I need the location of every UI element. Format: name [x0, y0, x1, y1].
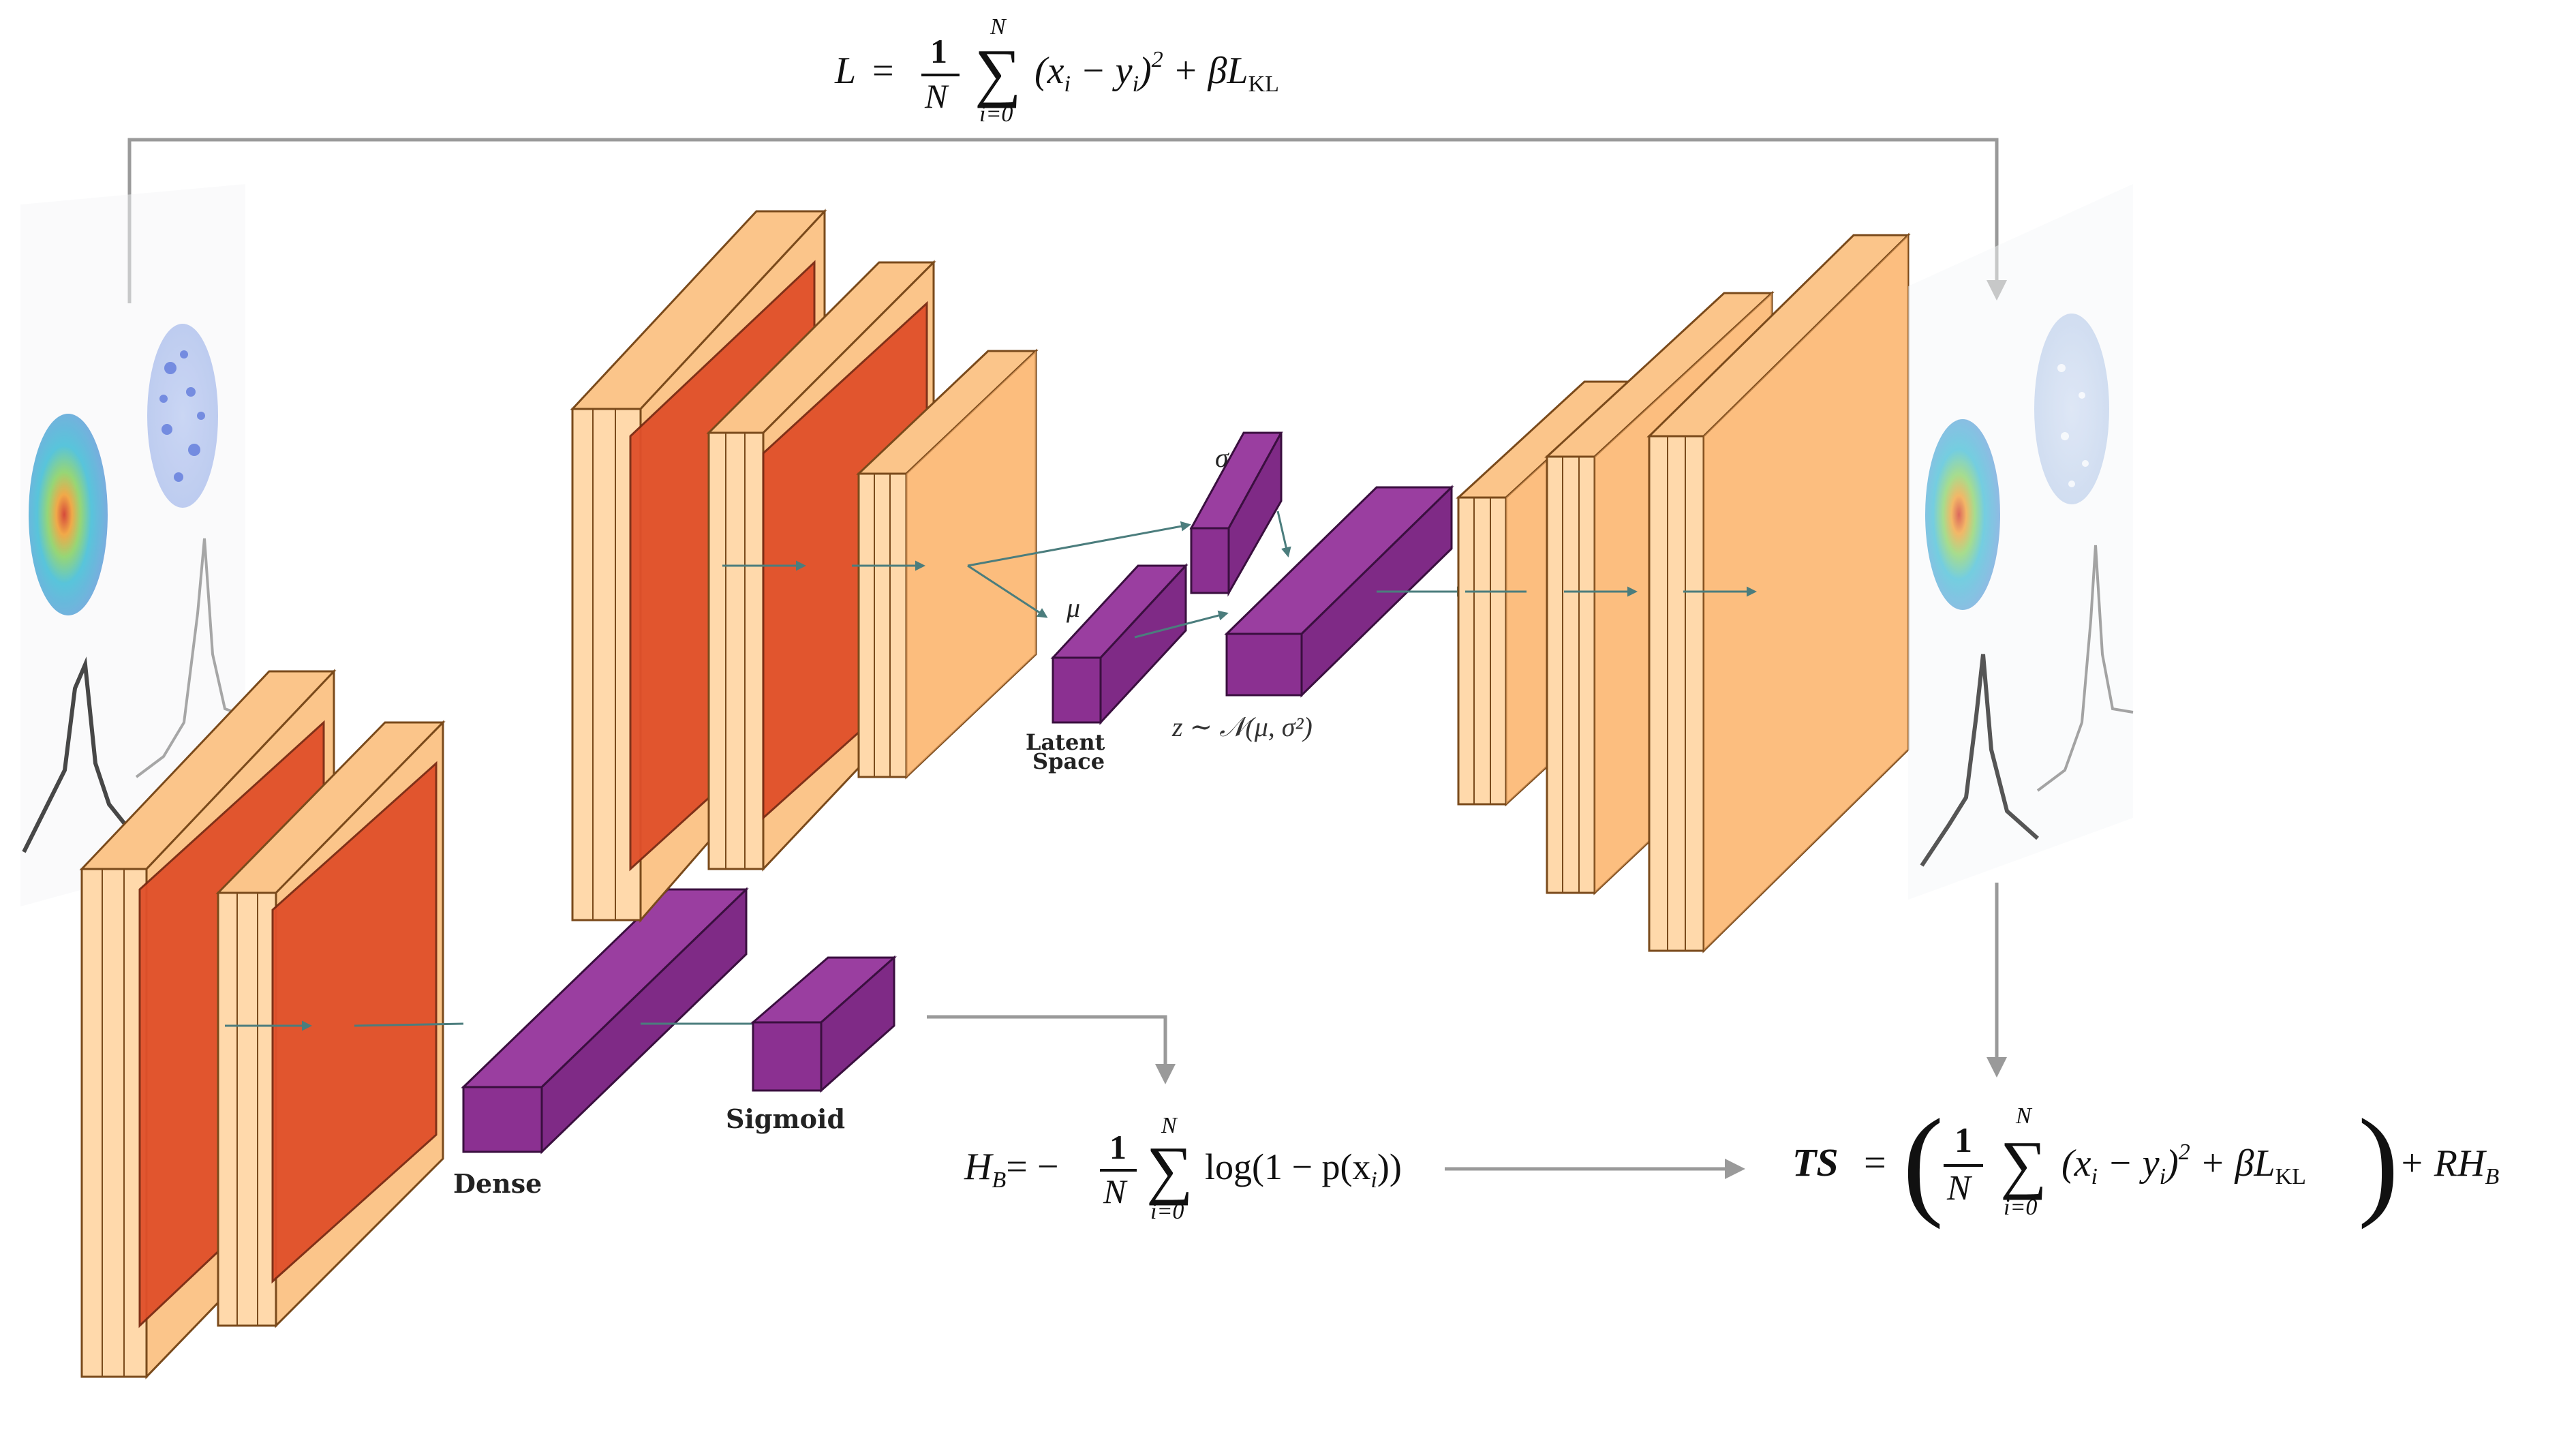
dense-label: Dense [453, 1168, 542, 1199]
svg-text:∑: ∑ [975, 35, 1021, 108]
connector-mu-z [1134, 610, 1229, 639]
svg-text:(xi − yi)2 + βLKL: (xi − yi)2 + βLKL [2061, 1140, 2306, 1189]
ts-formula: TS = ( 1 N N ∑ i=0 (xi − yi)2 + βLKL ) +… [1792, 1094, 2499, 1230]
sigmoid-label: Sigmoid [726, 1103, 845, 1134]
mu-label: μ [1066, 592, 1080, 623]
latent-space-label-1: Latent [1026, 729, 1105, 755]
svg-text:i=0: i=0 [1150, 1199, 1184, 1224]
z-distribution-label: z ∼ 𝒩(μ, σ²) [1171, 712, 1313, 742]
svg-text:TS: TS [1792, 1140, 1839, 1185]
svg-text:=: = [1864, 1140, 1886, 1185]
deconv-block-3 [1646, 232, 1911, 954]
svg-text:∑: ∑ [1146, 1133, 1193, 1206]
svg-text:HB= −: HB= − [964, 1146, 1058, 1193]
svg-text:1: 1 [1954, 1121, 1972, 1160]
svg-text:N: N [2015, 1103, 2033, 1129]
conv-block-5 [856, 348, 1039, 780]
conv-block-2 [215, 720, 446, 1328]
svg-text:): ) [2358, 1094, 2399, 1230]
sigma-block [1189, 431, 1283, 597]
svg-text:log(1 − p(xi)): log(1 − p(xi)) [1205, 1146, 1402, 1193]
svg-text:(: ( [1903, 1094, 1944, 1230]
latent-space-label-2: Space [1032, 748, 1105, 774]
loss-formula: L = 1 N N ∑ i=0 (xi − yi)2 + βLKL [834, 14, 1279, 127]
svg-text:N: N [990, 14, 1007, 40]
svg-text:N: N [1161, 1113, 1178, 1138]
svg-text:1: 1 [930, 32, 947, 70]
sigmoid-to-hb-arrow [927, 1015, 1176, 1084]
hb-formula: HB= − 1 N N ∑ i=0 log(1 − p(xi)) [964, 1113, 1402, 1224]
svg-text:N: N [924, 77, 949, 115]
mu-block [1050, 563, 1189, 725]
top-feedback-arrow [127, 138, 2007, 303]
input-image [20, 184, 246, 906]
svg-text:+ RHB: + RHB [2399, 1142, 2499, 1189]
svg-text:L: L [834, 50, 856, 92]
svg-text:i=0: i=0 [979, 102, 1013, 127]
svg-text:1: 1 [1109, 1128, 1126, 1166]
sigmoid-layer [750, 955, 897, 1093]
svg-text:N: N [1946, 1169, 1973, 1208]
svg-text:i=0: i=0 [2004, 1195, 2037, 1220]
sigma-label: σ [1215, 442, 1229, 473]
output-image [1908, 184, 2134, 900]
svg-text:N: N [1103, 1172, 1128, 1210]
connector-a2 [354, 1022, 464, 1027]
connector-to-sigma [967, 521, 1191, 567]
dense-layer [461, 887, 749, 1155]
connector-sigma-z [1276, 510, 1291, 558]
connector-to-mu [967, 564, 1048, 618]
svg-text:=: = [872, 50, 894, 92]
svg-text:(xi − yi)2 + βLKL: (xi − yi)2 + βLKL [1034, 47, 1279, 97]
svg-text:∑: ∑ [2000, 1127, 2046, 1200]
